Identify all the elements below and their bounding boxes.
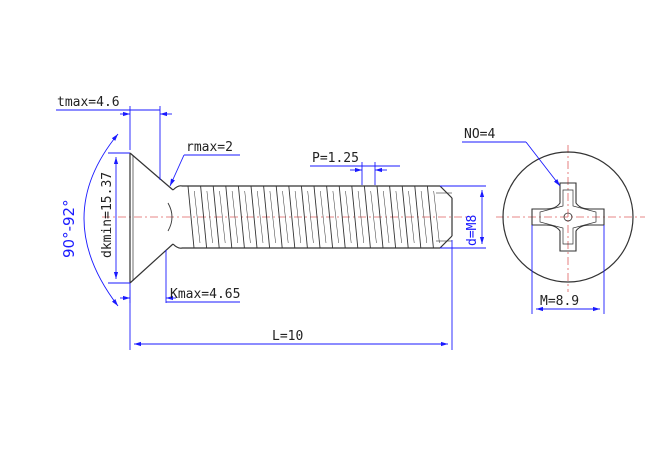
thread-root-line [194,190,201,244]
thread-crest-line [250,185,258,249]
length-label: L=10 [272,329,303,344]
thread-root-line [370,190,377,244]
thread-crest-line [414,185,422,249]
thread-crest-line [426,185,434,249]
end-chamfer-bottom [439,235,453,249]
thread-crest-line [326,185,334,249]
cross-recess-inner [539,189,597,245]
thread-root-line [269,190,276,244]
under-head-fillet-bottom [172,243,183,249]
thread-root-line [244,190,251,244]
angle-label: 90°-92° [60,199,78,258]
thread-root-line [294,190,302,244]
d-label: d=M8 [465,215,480,246]
thread-root-line [219,190,226,244]
thread-root-line [332,190,339,244]
dkmin-label: dkmin=15.37 [100,172,115,258]
thread-root-line [307,190,314,244]
recess-hint [167,202,173,232]
cross-recess [531,182,605,252]
thread-crest-line [351,185,359,249]
thread-crest-line [225,185,233,249]
thread-root-line [282,190,289,244]
head-cone-top [129,152,174,191]
thread-root-line [408,190,415,244]
thread-crest-line [389,185,397,249]
kmax-label: Kmax=4.65 [170,287,240,302]
thread-crest-line [376,185,384,249]
screw-side-view [129,152,453,284]
end-chamfer-top [439,185,453,199]
thread-crest-line [275,185,283,249]
thread-root-line [231,190,239,244]
under-head-fillet-top [172,185,183,191]
thread-root-line [206,190,213,244]
thread-root-line [320,190,327,244]
no-leader-diagonal [525,141,561,187]
thread-root-line [395,190,402,244]
head-end-view [502,151,634,283]
thread-crests [187,185,440,249]
thread-root-line [357,190,365,244]
angle-arc [83,133,119,307]
thread-root-line [433,190,440,244]
thread-crest-line [187,185,195,249]
head-cone-bottom [129,243,174,284]
thread-crest-line [338,185,346,249]
thread-crest-line [263,185,271,249]
no-label: NO=4 [464,127,495,142]
thread-root-line [383,190,390,244]
thread-crest-line [212,185,220,249]
rmax-label: rmax=2 [186,140,233,155]
thread-crest-line [200,185,208,249]
centerlines [102,145,645,292]
thread-root-line [345,190,352,244]
dimension-lines [56,106,605,350]
thread-crest-line [300,185,308,249]
thread-root-line [420,190,428,244]
thread-crest-line [288,185,296,249]
thread-crest-line [401,185,409,249]
tmax-label: tmax=4.6 [57,95,120,110]
thread-root-line [257,190,264,244]
m-label: M=8.9 [540,294,579,309]
thread-crest-line [237,185,245,249]
head-outer-circle [502,151,634,283]
recess-center [563,212,573,222]
thread-crest-line [313,185,321,249]
thread-crest-line [363,185,371,249]
rmax-leader-diagonal [169,154,185,187]
pitch-label: P=1.25 [312,151,359,166]
dimension-labels: tmax=4.6 rmax=2 P=1.25 NO=4 Kmax=4.65 L=… [57,95,579,344]
